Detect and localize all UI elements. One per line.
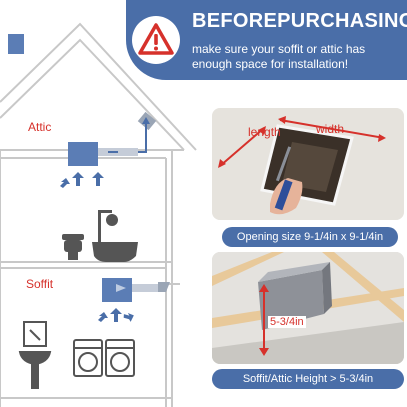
toilet-icon: [62, 234, 84, 260]
roof-vent-box: [8, 34, 24, 54]
banner-subtitle: make sure your soffit or attic has enoug…: [192, 42, 366, 71]
attic-label: Attic: [28, 120, 52, 134]
height-photo: 5-3/4in: [212, 252, 404, 364]
sink-icon: [18, 321, 52, 389]
bathtub-icon: [92, 210, 138, 262]
soffit-airflow-arrows: [98, 308, 134, 322]
house-illustration: [0, 22, 197, 407]
height-label: 5-3/4in: [268, 316, 306, 328]
soffit-label: Soffit: [26, 277, 54, 291]
opening-size-photo: length width: [212, 108, 404, 220]
length-label: length: [248, 125, 281, 139]
banner-title: BEFOREPURCHASING: [192, 10, 407, 32]
fan-housing: [258, 270, 324, 330]
width-label: width: [316, 122, 345, 136]
height-caption: Soffit/Attic Height > 5-3/4in: [212, 369, 404, 389]
warning-triangle-icon: [138, 23, 174, 55]
washing-machine-icon: [73, 339, 135, 377]
attic-airflow-arrows: [60, 172, 104, 188]
opening-size-caption: Opening size 9-1/4in x 9-1/4in: [222, 227, 398, 247]
roof-outer: [0, 22, 197, 151]
warning-badge: [132, 16, 180, 64]
roof-inner: [0, 38, 185, 151]
attic-fan-unit: [68, 142, 98, 166]
